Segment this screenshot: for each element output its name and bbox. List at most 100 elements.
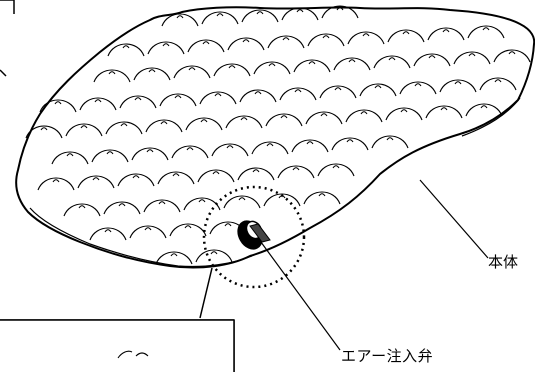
cell-seam [238, 197, 246, 201]
cell-seam [118, 203, 126, 207]
cell-bump [51, 151, 89, 165]
cell-seam [360, 111, 368, 115]
cell-bump [147, 41, 185, 55]
cell-seam [256, 11, 264, 15]
cell-seam [362, 33, 370, 37]
cell-bump [173, 65, 211, 79]
cell-seam [280, 115, 288, 119]
cell-bump [187, 39, 225, 53]
cell-seam [104, 229, 112, 233]
cell-bump [493, 49, 531, 63]
cell-seam [254, 91, 262, 95]
mattress-inner-edge-right [461, 97, 521, 137]
cell-seam [402, 31, 410, 35]
cell-seam [482, 27, 490, 31]
cell-bump [399, 81, 437, 95]
cell-seam [226, 145, 234, 149]
cell-seam [332, 165, 340, 169]
cell-bump [373, 55, 411, 69]
cell-bump [263, 193, 301, 207]
cell-bump [345, 109, 383, 123]
cell-seam [66, 153, 74, 157]
cell-bump [63, 203, 101, 217]
cell-seam [242, 39, 250, 43]
cell-bump [39, 99, 77, 113]
cell-seam [134, 97, 142, 101]
cell-bump [159, 93, 197, 107]
cell-bump [331, 137, 369, 151]
cell-bump [117, 173, 155, 187]
cell-seam [400, 109, 408, 113]
cell-seam [468, 53, 476, 57]
cell-bump [227, 37, 265, 51]
cell-seam [428, 55, 436, 59]
cell-seam [198, 199, 206, 203]
cell-bump [279, 87, 317, 101]
cell-seam [120, 123, 128, 127]
cell-seam [296, 9, 304, 13]
cell-seam [294, 89, 302, 93]
cell-bump [317, 163, 355, 177]
cell-bump [267, 35, 305, 49]
cell-seam [132, 175, 140, 179]
zoom-callout-box [0, 319, 235, 372]
cell-bump [105, 121, 143, 135]
cell-seam [188, 67, 196, 71]
cell-bump [213, 63, 251, 77]
left-edge-fragment [0, 0, 15, 77]
cell-bump [211, 143, 249, 157]
cell-bump [347, 31, 385, 45]
cell-seam [78, 205, 86, 209]
cell-bump [79, 97, 117, 111]
cell-seam [162, 43, 170, 47]
cell-bump [91, 149, 129, 163]
cell-seam [106, 151, 114, 155]
cell-seam [252, 169, 260, 173]
cell-bump [225, 115, 263, 129]
cell-seam [214, 93, 222, 97]
cell-seam [224, 223, 232, 227]
cell-bump [241, 9, 279, 23]
cell-bump [37, 177, 75, 191]
cell-bump [133, 67, 171, 81]
cell-bump [359, 83, 397, 97]
cell-bump [65, 123, 103, 137]
cell-bump [239, 89, 277, 103]
cell-bump [89, 227, 127, 241]
cell-bump [291, 139, 329, 153]
cell-seam [94, 99, 102, 103]
cell-bump [223, 195, 261, 209]
cell-seam [186, 147, 194, 151]
cell-seam [148, 69, 156, 73]
cell-bump [143, 199, 181, 213]
cell-seam [172, 173, 180, 177]
cell-seam [268, 63, 276, 67]
cell-seam [508, 51, 516, 55]
cell-bump [453, 51, 491, 65]
cell-seam [336, 7, 344, 11]
cell-bump [333, 57, 371, 71]
cell-seam [228, 65, 236, 69]
cell-seam [176, 15, 184, 19]
cell-seam [322, 35, 330, 39]
cell-bump [199, 91, 237, 105]
cell-bump [427, 27, 465, 41]
cell-bump [305, 111, 343, 125]
body-leader-line [419, 179, 489, 259]
cell-seam [494, 79, 502, 83]
cell-bump [293, 59, 331, 73]
cell-bump [131, 147, 169, 161]
cell-bump [161, 13, 199, 27]
zoom-leader-line [199, 267, 213, 319]
cell-seam [54, 101, 62, 105]
cell-seam [170, 253, 178, 257]
mattress-inner-edge [29, 207, 253, 268]
cell-seam [266, 143, 274, 147]
cell-seam [212, 171, 220, 175]
cell-bump [185, 117, 223, 131]
cell-bump [171, 145, 209, 159]
cell-seam [282, 37, 290, 41]
cell-bump [467, 25, 505, 39]
mattress-body [15, 6, 535, 269]
cell-seam [308, 61, 316, 65]
